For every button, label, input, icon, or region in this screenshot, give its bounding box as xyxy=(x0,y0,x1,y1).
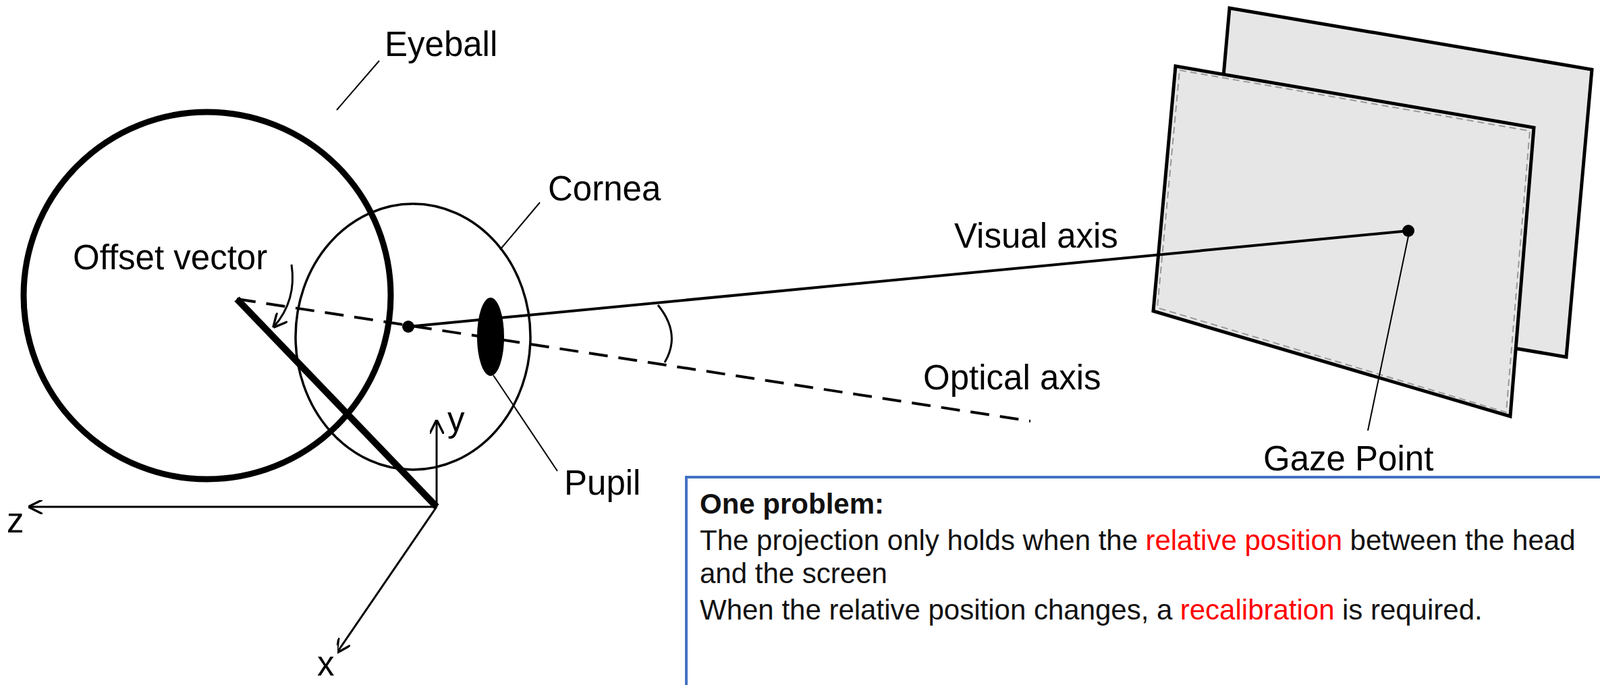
axis-label: Visual axis xyxy=(951,217,1121,256)
cornea-leader xyxy=(500,202,540,250)
note-text: The projection only holds when the xyxy=(699,524,1138,557)
cornea-outline xyxy=(295,203,531,470)
axis-label: Optical axis xyxy=(920,359,1105,397)
note-box: One problem: The projection only holds wh… xyxy=(684,475,1600,685)
x-axis xyxy=(337,506,437,652)
gaze-point-dot xyxy=(1402,224,1415,237)
pupil-leader xyxy=(493,375,558,472)
part-label: Gaze Point xyxy=(1260,439,1437,478)
note-paragraph: One problem: xyxy=(699,487,1592,521)
z-axis xyxy=(29,506,437,509)
note-heading: One problem: xyxy=(699,487,885,520)
highlight-text: relative position xyxy=(1145,524,1343,557)
screen-inner-dash xyxy=(1157,70,1530,413)
y-axis xyxy=(435,421,438,507)
note-text: is required. xyxy=(1342,593,1483,626)
cornea-center-dot xyxy=(402,320,415,333)
gaze-point-leader xyxy=(1367,236,1409,431)
front-screen xyxy=(1153,66,1534,417)
optical-axis-line xyxy=(236,298,1031,422)
note-text: When the relative position changes, a xyxy=(699,593,1173,626)
visual-axis-line xyxy=(408,230,1409,327)
offset-vector-bar xyxy=(236,298,437,507)
part-label: Cornea xyxy=(545,170,664,208)
axis-letter: x xyxy=(314,645,338,683)
note-paragraph: When the relative position changes, arec… xyxy=(699,593,1592,627)
offset-vector-pointer xyxy=(273,264,293,327)
note-paragraph: The projection only holds when therelati… xyxy=(699,524,1592,590)
part-label: Pupil xyxy=(561,464,644,503)
axis-letter: z xyxy=(4,502,27,540)
part-label: Eyeball xyxy=(381,25,501,64)
part-label: Offset vector xyxy=(70,238,270,277)
eyeball-outline xyxy=(23,112,391,480)
axis-letter: y xyxy=(444,400,468,439)
angle-arc xyxy=(657,305,672,363)
highlight-text: recalibration xyxy=(1180,593,1335,626)
eyeball-leader xyxy=(336,60,380,110)
